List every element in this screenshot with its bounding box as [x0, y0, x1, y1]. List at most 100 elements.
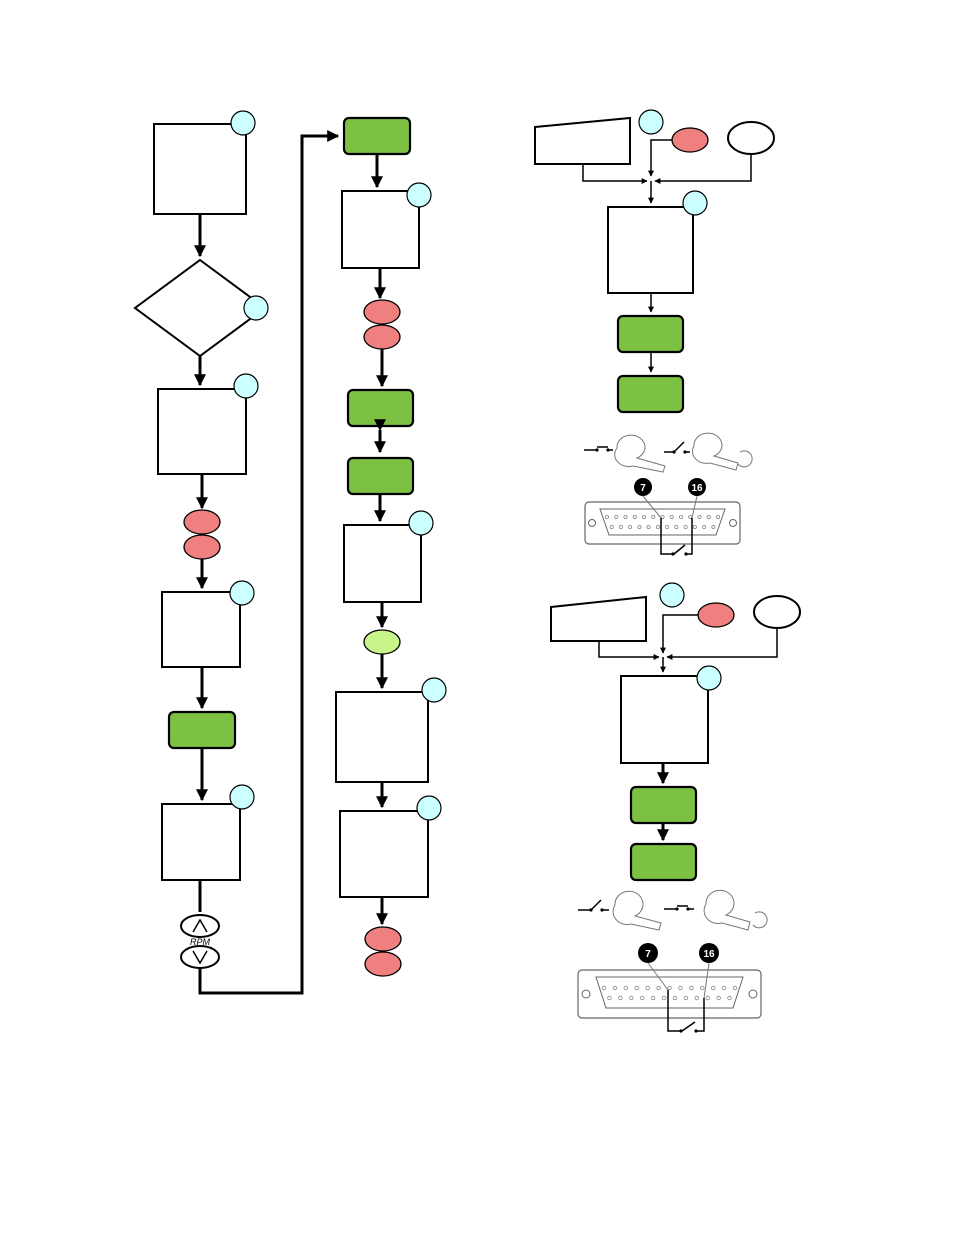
- connector-pin: [660, 515, 665, 520]
- indicator-red-top: [363, 299, 401, 325]
- display-panel: [534, 116, 631, 165]
- connector-pin: [646, 525, 651, 530]
- pin-marker-7: [638, 943, 658, 963]
- step-box-9: [607, 206, 694, 294]
- process-button[interactable]: [629, 842, 698, 882]
- connector-pin: [732, 985, 738, 991]
- pin-label-7: 7: [640, 483, 646, 494]
- connector-pin: [721, 985, 727, 991]
- rotate-arrow-icon: [737, 450, 753, 468]
- connector-pin: [727, 995, 732, 1001]
- step-box-1: [153, 123, 247, 215]
- connector-pin: [679, 515, 684, 520]
- pin-label-7: 7: [645, 949, 651, 960]
- step-box-10: [620, 675, 709, 764]
- indicator-red-bottom: [364, 951, 402, 977]
- toggle-knob-icon: [612, 890, 662, 931]
- callout-marker: [696, 665, 722, 691]
- callout-marker: [233, 373, 259, 399]
- connector-pin: [645, 985, 650, 991]
- connector-pin: [683, 525, 688, 530]
- indicator-red-bottom: [363, 324, 401, 350]
- rpm-down-button[interactable]: [180, 945, 220, 969]
- connector-pin: [667, 985, 672, 991]
- callout-marker: [638, 109, 664, 135]
- indicator-white: [753, 595, 801, 629]
- process-button[interactable]: [346, 388, 415, 428]
- connector-pin: [623, 515, 628, 520]
- connector-pin: [612, 985, 618, 991]
- connector-pin: [697, 515, 702, 520]
- chevron-down-icon: [192, 950, 208, 965]
- process-button[interactable]: [629, 785, 698, 825]
- connector-pin: [710, 985, 716, 991]
- step-box-4: [161, 803, 241, 881]
- connector-pin: [605, 515, 610, 520]
- process-button[interactable]: [167, 710, 237, 750]
- connector-pin: [692, 525, 697, 530]
- connector-pin: [628, 525, 633, 530]
- process-button[interactable]: [342, 116, 412, 156]
- connector-pin: [678, 985, 683, 991]
- connector-pin: [651, 515, 656, 520]
- connector-pin: [716, 995, 721, 1001]
- step-box-7: [335, 691, 429, 783]
- process-button[interactable]: [616, 314, 685, 354]
- connector-pin: [683, 995, 689, 1001]
- indicator-red: [697, 602, 735, 628]
- process-button[interactable]: [616, 374, 685, 414]
- connector-pin: [634, 985, 639, 991]
- connector-pin: [601, 985, 607, 991]
- pin-marker-7: [634, 478, 652, 496]
- db25-connector: 7 16: [577, 943, 762, 1033]
- connector-pin: [700, 985, 705, 991]
- connector-pin: [669, 515, 674, 520]
- rpm-control[interactable]: RPM: [180, 914, 220, 969]
- callout-marker: [406, 182, 432, 208]
- callout-marker: [230, 110, 256, 136]
- connector-pin: [655, 525, 660, 530]
- connector-line: [654, 154, 752, 184]
- process-button[interactable]: [346, 456, 415, 496]
- db25-connector: 7 16: [584, 478, 741, 556]
- callout-marker: [243, 295, 269, 321]
- connector-pin: [607, 995, 612, 1001]
- column-3-lower: 7 16: [550, 582, 801, 1033]
- connector-line: [598, 641, 660, 660]
- rpm-up-button[interactable]: [180, 914, 220, 938]
- connector-pin: [614, 515, 619, 520]
- step-box-5: [341, 190, 420, 269]
- indicator-red: [671, 127, 709, 153]
- connector-line: [582, 164, 648, 184]
- connector-pin: [705, 995, 710, 1001]
- connector-line: [660, 614, 698, 654]
- connector-pin: [637, 525, 642, 530]
- connector-line: [648, 139, 672, 177]
- connector-line: [666, 628, 778, 660]
- connector-pin: [711, 525, 716, 530]
- indicator-red-top: [183, 509, 221, 535]
- connector-pin: [640, 995, 645, 1001]
- chevron-up-icon: [192, 918, 208, 933]
- indicator-white: [727, 121, 775, 155]
- connector-pin: [674, 525, 679, 530]
- callout-marker: [682, 190, 708, 216]
- connector-pin: [656, 985, 661, 991]
- toggle-knob-icon: [692, 432, 739, 471]
- pin-marker-16: [688, 478, 706, 496]
- connector-pin: [618, 525, 623, 530]
- toggle-knob-icon: [614, 434, 666, 473]
- callout-marker: [408, 510, 434, 536]
- connector-pin: [689, 985, 694, 991]
- connector-pin: [672, 995, 678, 1001]
- callout-marker: [229, 580, 255, 606]
- connector-pin: [609, 525, 614, 530]
- indicator-light-green: [363, 629, 401, 655]
- callout-marker: [659, 582, 685, 608]
- column-1: RPM: [133, 110, 340, 995]
- indicator-red-bottom: [183, 534, 221, 560]
- switch-illustration: [584, 432, 753, 473]
- connector-pin: [623, 985, 629, 991]
- pin-marker-16: [699, 943, 719, 963]
- connector-pin: [706, 515, 711, 520]
